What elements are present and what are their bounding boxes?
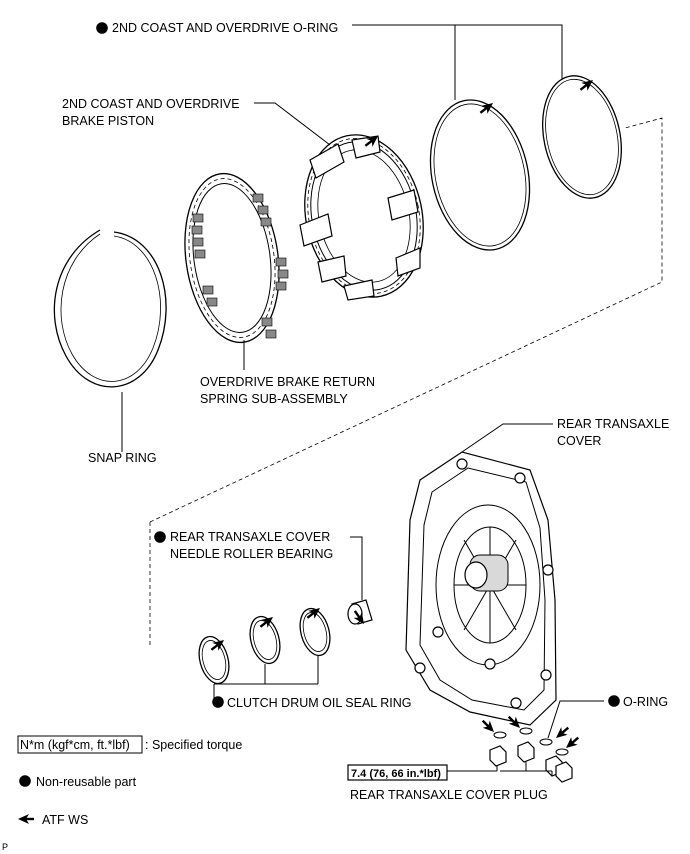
o-ring-front bbox=[429, 99, 531, 251]
rear-transaxle-cover bbox=[405, 451, 557, 726]
brake-piston bbox=[299, 134, 424, 301]
label-bearing-line1: REAR TRANSAXLE COVER bbox=[170, 530, 330, 544]
o-ring-rear bbox=[542, 75, 622, 199]
label-o-ring-top: 2ND COAST AND OVERDRIVE O-RING bbox=[112, 21, 338, 35]
label-piston-line2: BRAKE PISTON bbox=[62, 114, 154, 128]
label-clutch-seal: CLUTCH DRUM OIL SEAL RING bbox=[227, 696, 412, 710]
return-spring-sub-assembly bbox=[184, 172, 289, 344]
torque-spec: 7.4 (76, 66 in.*lbf) bbox=[347, 764, 448, 781]
label-spring-line2: SPRING SUB-ASSEMBLY bbox=[200, 392, 348, 406]
label-snap-ring: SNAP RING bbox=[88, 451, 157, 465]
label-cover-line2: COVER bbox=[557, 434, 601, 448]
label-spring-line1: OVERDRIVE BRAKE RETURN bbox=[200, 375, 375, 389]
legend-atf-arrow-icon bbox=[16, 812, 36, 826]
label-piston-line1: 2ND COAST AND OVERDRIVE bbox=[62, 97, 240, 111]
corner-mark: P bbox=[2, 842, 8, 852]
label-o-ring-plug: O-RING bbox=[623, 695, 668, 709]
clutch-drum-oil-seal-rings bbox=[198, 607, 331, 685]
label-bearing-line2: NEEDLE ROLLER BEARING bbox=[170, 547, 333, 561]
label-plug: REAR TRANSAXLE COVER PLUG bbox=[350, 788, 548, 802]
non-reusable-markers bbox=[19, 22, 620, 787]
snap-ring bbox=[53, 229, 167, 388]
legend-torque-text: : Specified torque bbox=[145, 738, 242, 752]
label-cover-line1: REAR TRANSAXLE bbox=[557, 417, 669, 431]
assembly-dashed-lines bbox=[149, 117, 663, 648]
legend-torque-box: N*m (kgf*cm, ft.*lbf) bbox=[20, 738, 130, 752]
legend-nonreusable: Non-reusable part bbox=[36, 775, 137, 789]
leader-lines bbox=[121, 24, 604, 776]
legend: N*m (kgf*cm, ft.*lbf) : Specified torque… bbox=[16, 735, 242, 827]
torque-value: 7.4 (76, 66 in.*lbf) bbox=[351, 768, 441, 780]
legend-atf: ATF WS bbox=[42, 813, 88, 827]
